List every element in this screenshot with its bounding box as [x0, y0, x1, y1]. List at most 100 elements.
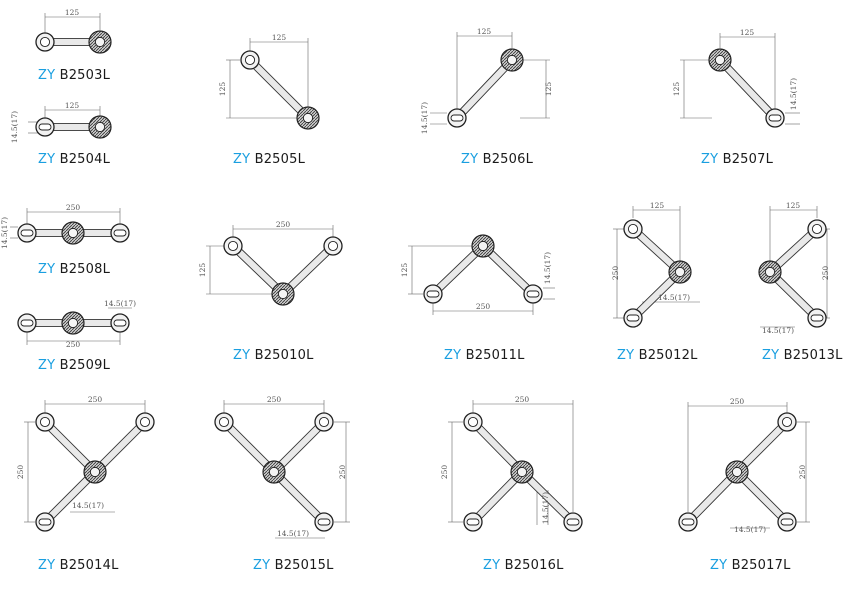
slot-hole: [768, 114, 782, 122]
caption-b25014l: ZY B25014L: [38, 558, 119, 573]
spider-nodes: [17, 30, 827, 532]
round-hole: [39, 36, 51, 48]
dimension-label: 250: [66, 340, 81, 349]
caption-b2503l: ZY B2503L: [38, 68, 111, 83]
slot-hole: [113, 319, 127, 327]
round-hole: [327, 240, 339, 252]
dimension-label: 125: [65, 8, 80, 17]
dimension-label: 125: [272, 33, 287, 42]
dimension-label: 125: [650, 201, 665, 210]
dimension-label: 125: [740, 28, 755, 37]
dimension-label: 125: [544, 82, 553, 97]
caption-b25010l: ZY B25010L: [233, 348, 314, 363]
round-hole: [318, 416, 330, 428]
dimension-label: 14.5(17): [72, 501, 104, 510]
hub-bore: [506, 54, 518, 66]
dimension-label: 14.5(17): [734, 525, 766, 534]
dimension-label: 125: [786, 201, 801, 210]
dimension-label: 125: [198, 263, 207, 278]
round-hole: [781, 416, 793, 428]
hub-bore: [268, 466, 280, 478]
caption-b2505l: ZY B2505L: [233, 152, 306, 167]
caption-b2506l: ZY B2506L: [461, 152, 534, 167]
hub-bore: [731, 466, 743, 478]
dimension-label: 125: [477, 27, 492, 36]
slot-hole: [526, 290, 540, 298]
hub-bore: [764, 266, 776, 278]
slot-hole: [426, 290, 440, 298]
dimension-label: 125: [672, 82, 681, 97]
caption-b25017l: ZY B25017L: [710, 558, 791, 573]
dimension-label: 250: [515, 395, 530, 404]
caption-b25011l: ZY B25011L: [444, 348, 525, 363]
slot-hole: [626, 314, 640, 322]
dimension-label: 14.5(17): [541, 492, 550, 524]
dimension-label: 14.5(17): [104, 299, 136, 308]
dimension-label: 250: [267, 395, 282, 404]
hub-bore: [94, 36, 106, 48]
hub-bore: [516, 466, 528, 478]
round-hole: [627, 223, 639, 235]
hub-bore: [302, 112, 314, 124]
dimension-label: 125: [65, 101, 80, 110]
dimension-label: 250: [730, 397, 745, 406]
slot-hole: [810, 314, 824, 322]
dimension-label: 250: [338, 465, 347, 480]
dimension-labels: 125 125 14.5(17) 125 125 125 125 14.5(17) 125 125…: [0, 8, 830, 538]
hub-bore: [277, 288, 289, 300]
dimension-label: 14.5(17): [420, 102, 429, 134]
dimension-label: 14.5(17): [543, 252, 552, 284]
slot-hole: [566, 518, 580, 526]
dimension-label: 14.5(17): [277, 529, 309, 538]
dimension-label: 250: [821, 266, 830, 281]
dimension-label: 14.5(17): [0, 217, 9, 249]
caption-b25013l: ZY B25013L: [762, 348, 843, 363]
slot-hole: [38, 123, 52, 131]
slot-hole: [38, 518, 52, 526]
caption-b2507l: ZY B2507L: [701, 152, 774, 167]
dimension-label: 250: [276, 220, 291, 229]
caption-b2509l: ZY B2509L: [38, 358, 111, 373]
round-hole: [811, 223, 823, 235]
dimension-label: 250: [16, 465, 25, 480]
hub-bore: [477, 240, 489, 252]
dimension-label: 14.5(17): [10, 111, 19, 143]
slot-hole: [466, 518, 480, 526]
caption-b2504l: ZY B2504L: [38, 152, 111, 167]
dimension-label: 250: [66, 203, 81, 212]
dimension-label: 125: [218, 82, 227, 97]
slot-hole: [113, 229, 127, 237]
dimension-lines: [10, 13, 830, 539]
dimension-label: 14.5(17): [789, 78, 798, 110]
round-hole: [227, 240, 239, 252]
caption-b25012l: ZY B25012L: [617, 348, 698, 363]
slot-hole: [20, 229, 34, 237]
round-hole: [244, 54, 256, 66]
round-hole: [218, 416, 230, 428]
dimension-label: 250: [798, 465, 807, 480]
caption-b25016l: ZY B25016L: [483, 558, 564, 573]
dimension-label: 250: [476, 302, 491, 311]
hub-bore: [67, 227, 79, 239]
hub-bore: [89, 466, 101, 478]
slot-hole: [450, 114, 464, 122]
dimension-label: 14.5(17): [658, 293, 690, 302]
slot-hole: [20, 319, 34, 327]
round-hole: [39, 416, 51, 428]
hub-bore: [674, 266, 686, 278]
round-hole: [139, 416, 151, 428]
hub-bore: [714, 54, 726, 66]
slot-hole: [681, 518, 695, 526]
hub-bore: [67, 317, 79, 329]
dimension-label: 250: [440, 465, 449, 480]
dimension-label: 250: [88, 395, 103, 404]
dimension-label: 14.5(17): [762, 326, 794, 335]
caption-b25015l: ZY B25015L: [253, 558, 334, 573]
slot-hole: [317, 518, 331, 526]
dimension-label: 250: [611, 266, 620, 281]
hub-bore: [94, 121, 106, 133]
dimension-label: 125: [400, 263, 409, 278]
slot-hole: [780, 518, 794, 526]
caption-b2508l: ZY B2508L: [38, 262, 111, 277]
